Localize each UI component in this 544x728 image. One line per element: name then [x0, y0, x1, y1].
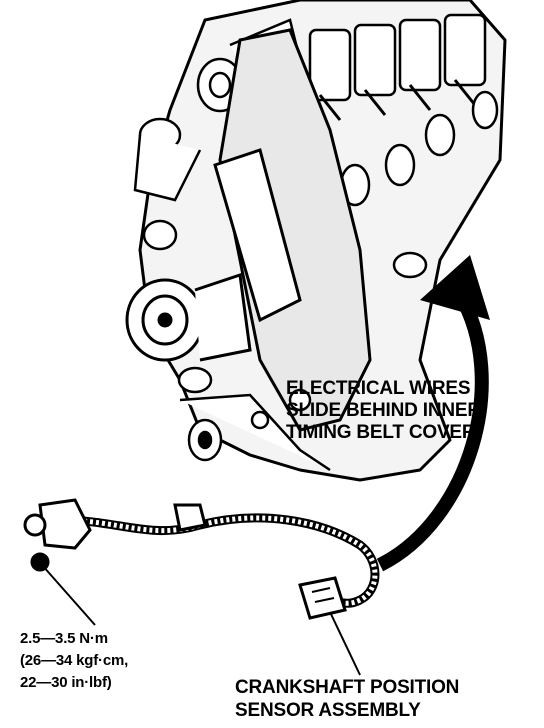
callout-crankshaft-sensor: CRANKSHAFT POSITION SENSOR ASSEMBLY — [235, 676, 459, 722]
callout-torque-spec: 2.5—3.5 N·m (26—34 kgf·cm, 22—30 in·lbf) — [20, 628, 128, 694]
torque-line-1: 2.5—3.5 N·m — [20, 630, 108, 647]
torque-line-2: (26—34 kgf·cm, — [20, 652, 129, 669]
inner-timing-belt-cover — [213, 28, 372, 432]
leader-lines — [41, 564, 361, 676]
callout-sensor-line-2: SENSOR ASSEMBLY — [235, 700, 421, 721]
sensor-wire-harness — [59, 513, 380, 608]
water-pump — [125, 273, 252, 362]
cylinder-head — [308, 13, 487, 121]
callout-wires-line-3: TIMING BELT COVER — [286, 422, 476, 443]
curved-arrow — [376, 255, 490, 572]
block-ports — [339, 90, 499, 279]
callout-electrical-wires: ELECTRICAL WIRES SLIDE BEHIND INNER TIMI… — [286, 378, 481, 444]
callout-wires-line-2: SLIDE BEHIND INNER — [286, 400, 481, 421]
torque-line-3: 22—30 in·lbf) — [20, 674, 112, 691]
lower-bracket — [177, 366, 331, 472]
callout-wires-line-1: ELECTRICAL WIRES — [286, 378, 471, 399]
callout-sensor-line-1: CRANKSHAFT POSITION — [235, 677, 460, 698]
sensor-connector — [298, 576, 347, 620]
crankshaft-position-sensor — [23, 498, 207, 572]
